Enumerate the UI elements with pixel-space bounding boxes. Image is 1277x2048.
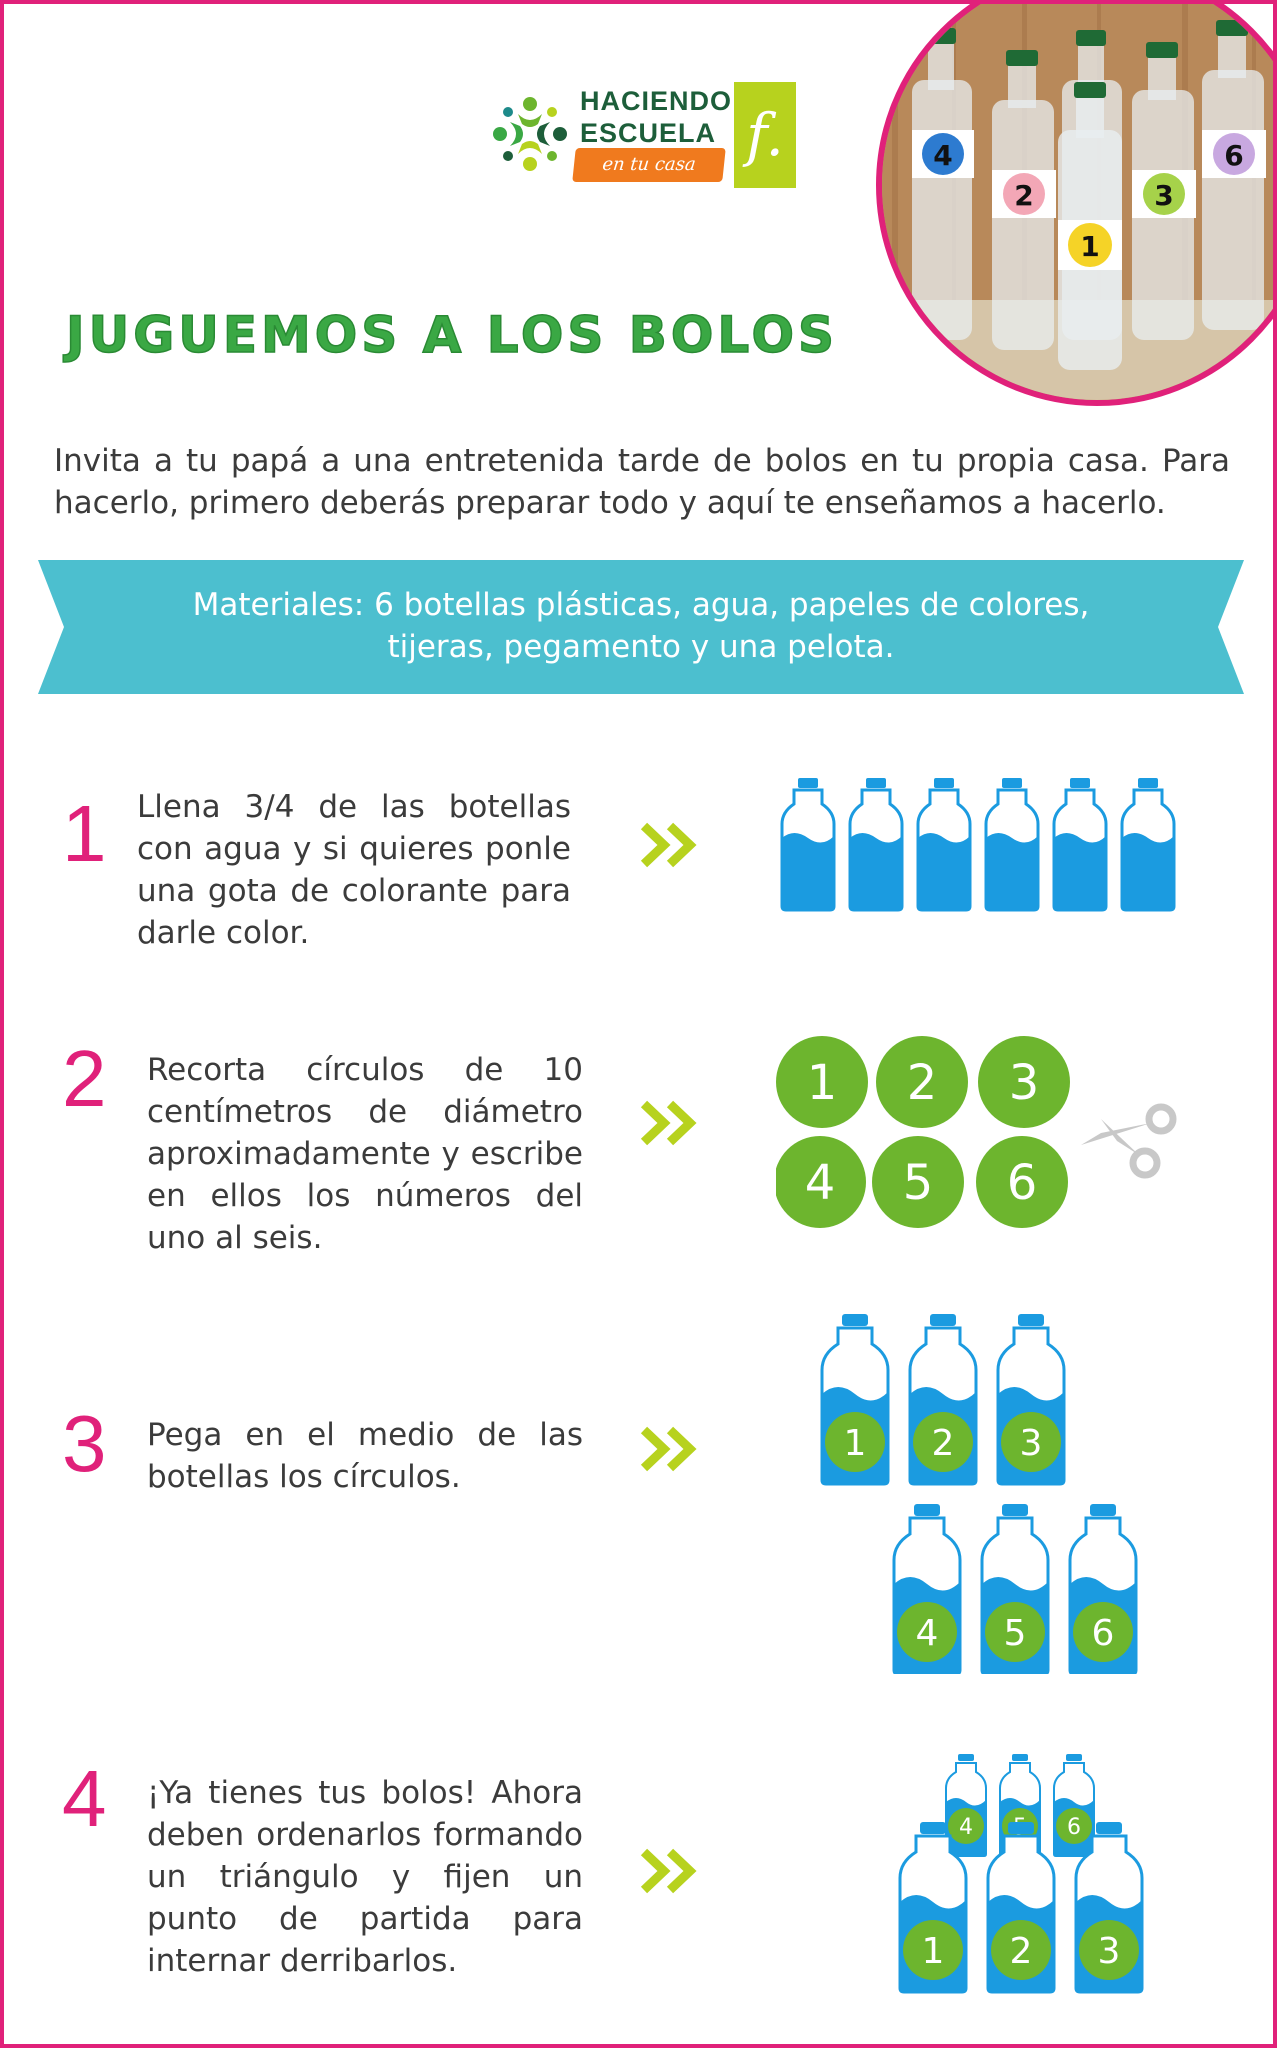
step-3-text: Pega en el medio de las botellas los cír… bbox=[147, 1417, 583, 1495]
circle-1-label: 1 bbox=[807, 1055, 838, 1111]
step-1-bottles-illustration bbox=[780, 778, 1176, 912]
logo-text-haciendo: HACIENDO bbox=[580, 86, 733, 116]
banner-ribbon-shape bbox=[38, 560, 1244, 694]
step-3-number: 3 bbox=[62, 1399, 107, 1488]
logo-text-escuela: ESCUELA bbox=[580, 118, 717, 148]
circle-3-label: 3 bbox=[1009, 1055, 1040, 1111]
back-bottle-6-label: 6 bbox=[1067, 1815, 1081, 1840]
materials-text: Materiales: 6 botellas plásticas, agua, … bbox=[192, 587, 1090, 665]
step-4-triangle-bottles-illustration: 4 5 6 1 2 3 bbox=[898, 1754, 1144, 1994]
people-circle-icon bbox=[493, 97, 567, 171]
step-2-text: Recorta círculos de 10 centímetros de di… bbox=[147, 1052, 583, 1256]
step-4-text: ¡Ya tienes tus bolos! Ahora deben ordena… bbox=[147, 1775, 583, 1979]
front-bottle-2-label: 2 bbox=[1010, 1931, 1033, 1972]
bottle-1-label: 1 bbox=[844, 1423, 867, 1464]
circle-2-label: 2 bbox=[907, 1055, 938, 1111]
front-bottle-1-label: 1 bbox=[922, 1931, 945, 1972]
scissors-icon bbox=[1081, 1103, 1177, 1179]
logo-tagline: en tu casa bbox=[572, 148, 726, 182]
bottles-photo: 4 2 1 3 6 bbox=[876, 4, 1273, 406]
page-title: Juguemos a los bolos bbox=[65, 305, 838, 365]
double-chevron-icon bbox=[640, 822, 697, 868]
step-4-number: 4 bbox=[62, 1754, 107, 1843]
photo-label-4: 3 bbox=[1154, 179, 1173, 212]
step-3-numbered-bottles-illustration: 1 2 3 4 5 6 bbox=[820, 1314, 1138, 1674]
step-2-circles-illustration: 1 2 3 4 5 6 bbox=[776, 1036, 1177, 1228]
photo-label-1: 4 bbox=[933, 139, 952, 172]
front-bottle-3-label: 3 bbox=[1098, 1931, 1121, 1972]
back-bottle-4-label: 4 bbox=[959, 1815, 973, 1840]
step-2-number: 2 bbox=[62, 1034, 107, 1123]
bottle-4-label: 4 bbox=[916, 1613, 939, 1654]
double-chevron-icon bbox=[640, 1100, 697, 1146]
bottle-6-label: 6 bbox=[1092, 1613, 1115, 1654]
circle-6-label: 6 bbox=[1007, 1155, 1038, 1211]
circle-4-label: 4 bbox=[805, 1155, 836, 1211]
bottle-5-label: 5 bbox=[1004, 1613, 1027, 1654]
bottle-3-label: 3 bbox=[1020, 1423, 1043, 1464]
step-1-text: Llena 3/4 de las botellas con agua y si … bbox=[137, 789, 571, 951]
photo-label-5: 6 bbox=[1224, 139, 1243, 172]
bottle-icon bbox=[780, 778, 836, 912]
double-chevron-icon bbox=[640, 1848, 697, 1894]
intro-paragraph: Invita a tu papá a una entretenida tarde… bbox=[54, 443, 1230, 521]
step-1-number: 1 bbox=[62, 789, 107, 878]
photo-label-3: 1 bbox=[1080, 230, 1099, 263]
haciendo-escuela-logo: HACIENDO ESCUELA en tu casa f. bbox=[486, 80, 796, 190]
double-chevron-icon bbox=[640, 1426, 697, 1472]
photo-label-2: 2 bbox=[1014, 179, 1033, 212]
circle-5-label: 5 bbox=[903, 1155, 934, 1211]
brand-f-logo: f. bbox=[734, 82, 796, 188]
materials-banner: Materiales: 6 botellas plásticas, agua, … bbox=[38, 560, 1244, 694]
bottle-2-label: 2 bbox=[932, 1423, 955, 1464]
